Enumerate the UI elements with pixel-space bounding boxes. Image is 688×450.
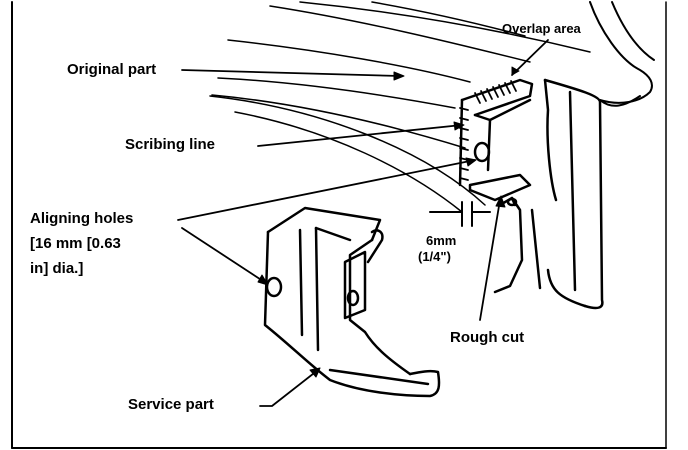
overlap-hatching (459, 80, 517, 181)
label-overlap-area: Overlap area (502, 21, 581, 36)
original-part-bracket (458, 78, 534, 202)
label-dimension-in: (1/4") (418, 249, 451, 264)
label-original-part: Original part (67, 61, 157, 78)
frame-border (11, 1, 667, 449)
label-service-part: Service part (128, 396, 214, 413)
label-aligning-holes-dia: in] dia.] (30, 260, 84, 277)
label-aligning-holes-size: [16 mm [0.63 (30, 235, 121, 252)
arrowheads (257, 66, 520, 378)
dimension-markers (429, 201, 491, 227)
rough-cut-flange (493, 196, 524, 294)
body-contour-lines (209, 1, 591, 213)
label-scribing-line: Scribing line (125, 136, 216, 153)
label-aligning-holes: Aligning holes (30, 210, 134, 227)
label-dimension-mm: 6mm (426, 233, 457, 248)
cowl-outline (589, 1, 655, 107)
label-rough-cut: Rough cut (450, 329, 525, 346)
leader-lines (177, 39, 549, 407)
vertical-panel (530, 78, 604, 310)
service-part (263, 206, 441, 398)
